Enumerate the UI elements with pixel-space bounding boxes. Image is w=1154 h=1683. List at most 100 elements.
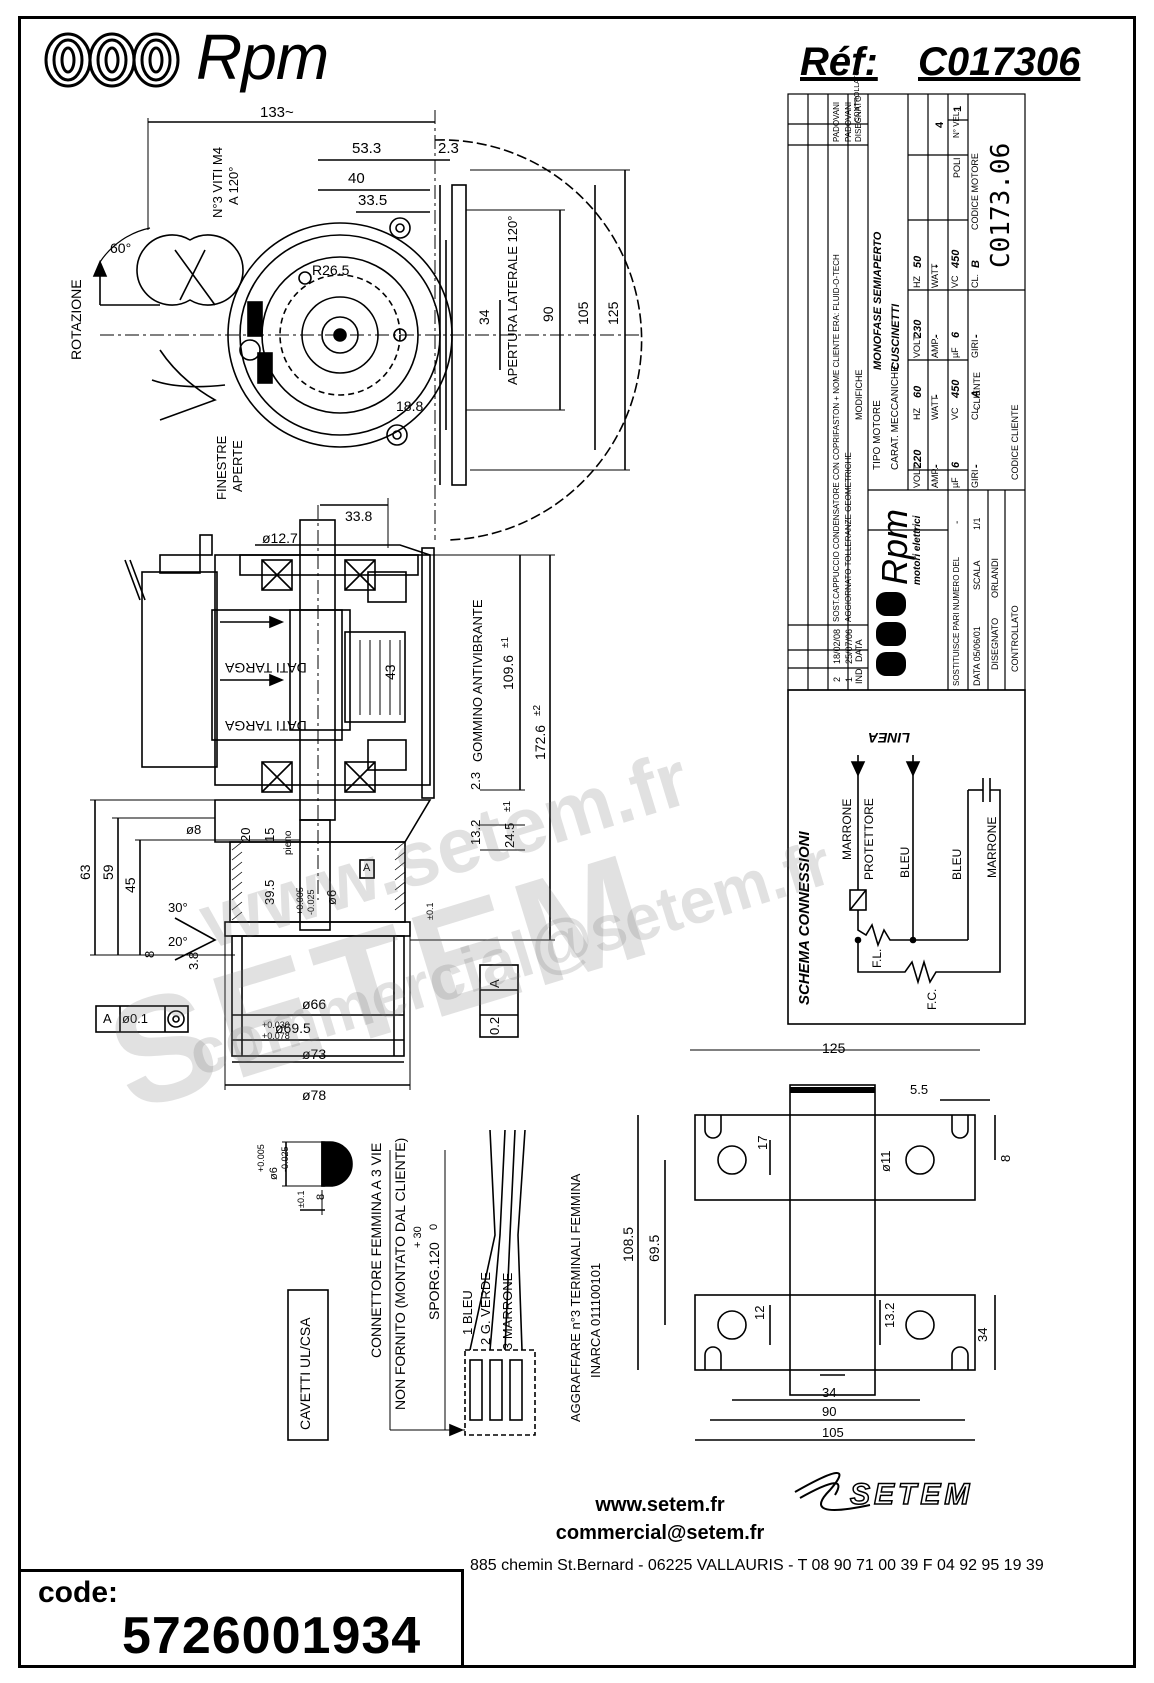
bracket-dim-69-5: 69.5 bbox=[646, 1234, 662, 1262]
sporg-tol-plus: + 30 bbox=[412, 1226, 424, 1248]
detail-8-tol: ±0.1 bbox=[296, 1190, 306, 1208]
carat-label: CARAT. MECCANICHE bbox=[890, 365, 901, 470]
bracket-dim-90: 90 bbox=[822, 1404, 837, 1419]
mod-row-2-by: PADOVANI bbox=[832, 101, 841, 142]
screws-label: N°3 VITI M4 bbox=[210, 147, 225, 218]
angle-60-label: 60° bbox=[110, 240, 132, 256]
elec-cell: 450 bbox=[950, 249, 962, 268]
sporg-tol-zero: 0 bbox=[428, 1223, 440, 1230]
code-label: code: bbox=[38, 1576, 119, 1609]
title-brand: Rpm bbox=[874, 508, 915, 585]
hdr-data: DATA bbox=[854, 639, 864, 662]
elec-cell: 450 bbox=[950, 379, 962, 398]
hdr-modifiche: MODIFICHE bbox=[854, 369, 864, 421]
mod-row-1-desc: AGGIORNATO TOLLERANZE GEOMETRICHE bbox=[844, 452, 853, 622]
crimp-label-2: INARCA 011100101 bbox=[588, 1262, 603, 1378]
side-view bbox=[90, 498, 555, 1090]
wire-1-label: 1 BLEU bbox=[460, 1290, 475, 1335]
codice-motore-label: CODICE MOTORE bbox=[970, 153, 980, 230]
disegnato-value: ORLANDI bbox=[990, 557, 1000, 598]
bracket-dim-13-2: 13.2 bbox=[882, 1302, 897, 1328]
elec-cell: µF bbox=[950, 477, 960, 488]
ref-label: Réf: bbox=[800, 40, 878, 84]
dim-109-6: 109.6 bbox=[500, 654, 516, 690]
bracket-dim-105: 105 bbox=[822, 1425, 844, 1440]
dim-40: 40 bbox=[348, 170, 365, 187]
dim-39-5: 39.5 bbox=[262, 879, 277, 905]
website-link[interactable]: www.setem.fr bbox=[595, 1494, 725, 1516]
plate-data-1: DATI TARGA bbox=[225, 660, 307, 676]
schema-fc: F.C. bbox=[925, 988, 939, 1010]
wire-3-label: 3 MARRONE bbox=[500, 1272, 515, 1350]
dim-2-3: 2.3 bbox=[438, 140, 459, 157]
mod-row-1-ind: 1 bbox=[844, 676, 854, 682]
dim-tol-01: ±0.1 bbox=[425, 902, 435, 920]
dim-dia78: ø78 bbox=[302, 1087, 327, 1103]
rpm-coil-logo-icon bbox=[44, 32, 180, 88]
plate-data-2: DATI TARGA bbox=[225, 718, 307, 734]
windows-label-2: APERTE bbox=[230, 440, 245, 492]
dim-15: 15 bbox=[262, 827, 277, 842]
schema-title: SCHEMA CONNESSIONI bbox=[796, 831, 813, 1005]
dim-dia12-7: ø12.7 bbox=[262, 530, 298, 546]
setem-logo-icon bbox=[794, 1472, 871, 1511]
elec-cell: 230 bbox=[912, 319, 924, 338]
rotation-label: ROTAZIONE bbox=[68, 279, 84, 360]
elec-cell: HZ bbox=[912, 276, 922, 288]
dim-dia73: ø73 bbox=[302, 1046, 327, 1062]
scala-value: 1/1 bbox=[972, 517, 982, 530]
dim-dia8: ø8 bbox=[186, 822, 202, 837]
dim-133: 133~ bbox=[260, 104, 294, 121]
disegnato-label: DISEGNATO bbox=[990, 617, 1000, 670]
bracket-dim-108-5: 108.5 bbox=[620, 1226, 636, 1262]
detail-dia6: ø6 bbox=[268, 1167, 280, 1180]
concentric-datum: A bbox=[103, 1011, 112, 1026]
data-label: DATA 05/06/01 bbox=[972, 626, 982, 686]
codice-cliente-label: CODICE CLIENTE bbox=[1010, 404, 1020, 480]
dim-dia6-tol-plus: +0.005 bbox=[295, 887, 305, 915]
dim-172-6: 172.6 bbox=[532, 724, 548, 760]
elec-cell: - bbox=[930, 464, 942, 468]
detail-dia6-tol-minus: -0.025 bbox=[280, 1146, 290, 1172]
controllato-label: CONTROLLATO bbox=[1010, 605, 1020, 672]
email-link[interactable]: commercial@setem.fr bbox=[555, 1522, 765, 1544]
schema-linea: LINEA bbox=[868, 730, 910, 746]
drawing-frame bbox=[18, 16, 1136, 1668]
dim-172-6-tol: ±2 bbox=[532, 704, 543, 716]
screws-angle-label: A 120° bbox=[226, 166, 241, 205]
dim-24-5-tol: ±1 bbox=[502, 800, 513, 812]
address-line: 885 chemin St.Bernard - 06225 VALLAURIS … bbox=[470, 1557, 1044, 1574]
dim-53-3: 53.3 bbox=[352, 140, 382, 157]
dim-105: 105 bbox=[575, 301, 591, 325]
elec-cell: - bbox=[930, 394, 942, 398]
top-view bbox=[92, 110, 643, 541]
bracket-dim-5-5: 5.5 bbox=[910, 1082, 929, 1097]
dim-8: 8 bbox=[142, 950, 157, 958]
dim-20deg: 20° bbox=[168, 934, 188, 949]
connector-label-1: CONNETTORE FEMMINA A 3 VIE bbox=[368, 1142, 384, 1358]
elec-cell: 50 bbox=[912, 255, 924, 268]
elec-cell: - bbox=[970, 464, 982, 468]
sporg-label: SPORG.120 bbox=[426, 1242, 442, 1320]
dim-dia69-5: ø69.5 bbox=[275, 1020, 311, 1036]
windows-label: FINESTRE bbox=[214, 435, 229, 500]
elec-cell: GIRI bbox=[970, 339, 980, 358]
pieno-label: pieno bbox=[283, 830, 294, 855]
setem-brand-text: SETEM bbox=[849, 1477, 974, 1512]
mod-row-1-by: PADOVANI bbox=[844, 101, 853, 142]
dim-3-8: 3.8 bbox=[186, 951, 201, 970]
mod-row-2-date: 18/02/08 bbox=[832, 628, 842, 664]
detail-8: 8 bbox=[315, 1193, 327, 1200]
sostituisce-value: - bbox=[952, 520, 963, 524]
elec-cell: AMP. bbox=[930, 337, 940, 358]
elec-cell: µF bbox=[950, 347, 960, 358]
brand-logo-text: Rpm bbox=[196, 21, 329, 93]
dim-43: 43 bbox=[382, 664, 398, 680]
elec-cell: - bbox=[970, 334, 982, 338]
elec-cell: - bbox=[930, 334, 942, 338]
poli-value: 4 bbox=[934, 121, 946, 128]
cables-label: CAVETTI UL/CSA bbox=[297, 1317, 313, 1430]
crimp-label-1: AGGRAFFARE n°3 TERMINALI FEMMINA bbox=[568, 1173, 583, 1422]
elec-cell: - bbox=[930, 264, 942, 268]
cliente-label: CLIENTE bbox=[972, 371, 982, 410]
